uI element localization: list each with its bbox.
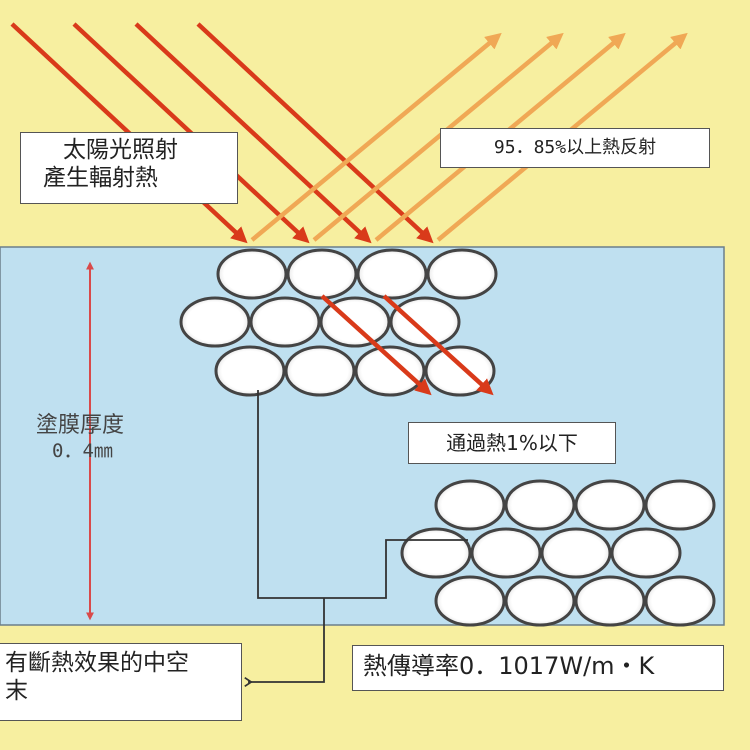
solar-label-line2: 產生輻射熱 (43, 164, 158, 191)
arrow-up-right-icon (250, 32, 502, 242)
hollow-sphere (644, 575, 716, 627)
arrow-down-right-icon (320, 294, 432, 396)
hollow-sphere (574, 575, 646, 627)
coating-thickness-label: 塗膜厚度 0．4㎜ (22, 412, 162, 463)
hollow-sphere (356, 248, 428, 300)
hollow-sphere (504, 479, 576, 531)
hollow-sphere (389, 296, 461, 348)
leader-arrow (244, 598, 325, 688)
hollow-sphere (286, 248, 358, 300)
hollow-label-line2: 末 (5, 677, 28, 704)
hollow-sphere-cluster-top (179, 248, 498, 397)
thickness-label-line2: 0．4㎜ (52, 439, 113, 462)
hollow-sphere (249, 296, 321, 348)
hollow-label-line1: 有斷熱效果的中空 (5, 650, 189, 676)
arrow-down-right-icon (196, 22, 434, 244)
hollow-sphere (284, 345, 356, 397)
hollow-sphere (179, 296, 251, 348)
hollow-sphere (644, 479, 716, 531)
hollow-sphere (540, 527, 612, 579)
arrow-down-right-icon (382, 294, 494, 396)
solar-radiation-label: 太陽光照射 產生輻射熱 (20, 132, 238, 204)
hollow-sphere (400, 527, 472, 579)
hollow-sphere (470, 527, 542, 579)
incoming-radiation-arrows (10, 22, 434, 244)
hollow-sphere (504, 575, 576, 627)
hollow-sphere (214, 345, 286, 397)
hollow-sphere (216, 248, 288, 300)
hollow-sphere (434, 575, 506, 627)
hollow-sphere (354, 345, 426, 397)
heat-reflection-label: 95．85%以上熱反射 (440, 128, 710, 168)
hollow-sphere (434, 479, 506, 531)
arrow-up-right-icon (312, 32, 564, 242)
transmitted-heat-arrows (320, 294, 494, 396)
heat-transmission-label: 通過熱1%以下 (408, 422, 616, 464)
leader-line (257, 390, 468, 599)
hollow-sphere (574, 479, 646, 531)
thickness-label-line1: 塗膜厚度 (36, 413, 125, 438)
hollow-sphere (610, 527, 682, 579)
hollow-sphere-label: 有斷熱效果的中空 末 (0, 643, 242, 721)
hollow-sphere-cluster-bottom (400, 479, 716, 627)
thermal-conductivity-label: 熱傳導率0．1017W/m・K (352, 645, 724, 691)
arrow-down-right-icon (134, 22, 372, 244)
hollow-sphere (426, 248, 498, 300)
solar-label-line1: 太陽光照射 (63, 137, 178, 163)
